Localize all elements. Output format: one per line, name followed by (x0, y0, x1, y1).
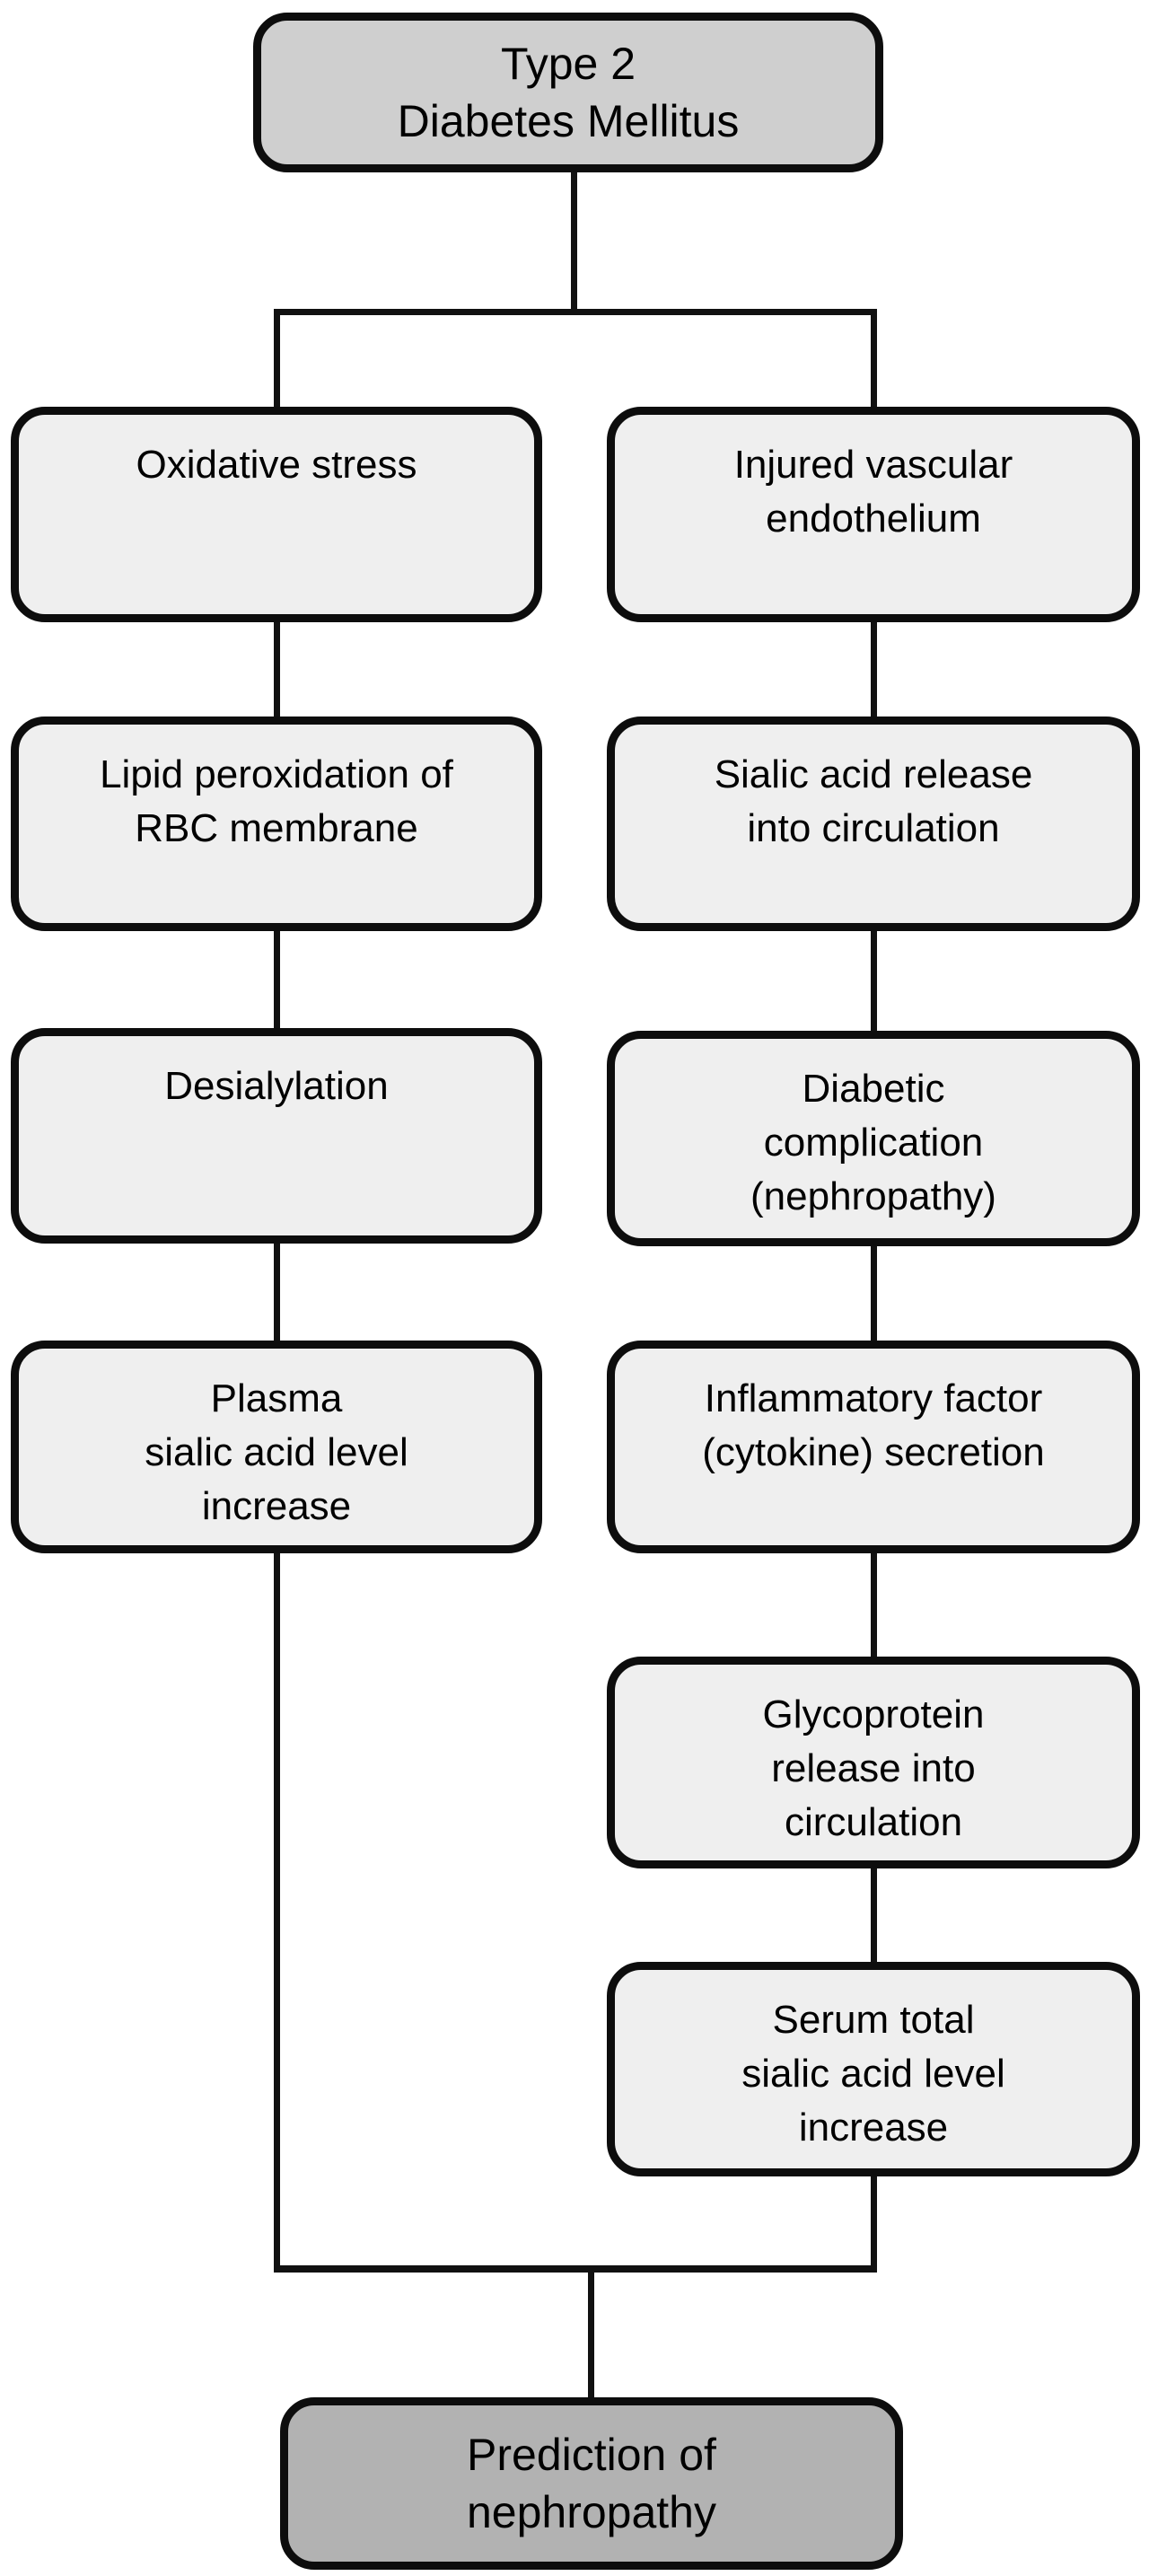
connector-stem-bottom (588, 2273, 594, 2400)
node-lipid-peroxidation-rbc: Lipid peroxidation of RBC membrane (11, 717, 542, 931)
connector-left-3-4 (274, 1241, 280, 1343)
connector-right-2-3 (871, 929, 877, 1034)
connector-split-right (871, 309, 877, 412)
node-sialic-acid-release: Sialic acid release into circulation (607, 717, 1140, 931)
connector-left-1-2 (274, 620, 280, 720)
node-type2-diabetes-mellitus: Type 2 Diabetes Mellitus (253, 13, 883, 172)
node-plasma-sialic-acid-increase: Plasma sialic acid level increase (11, 1341, 542, 1553)
node-oxidative-stress: Oxidative stress (11, 407, 542, 622)
connector-right-4-5 (871, 1550, 877, 1659)
connector-split-horizontal (274, 309, 877, 315)
node-inflammatory-factor-secretion: Inflammatory factor (cytokine) secretion (607, 1341, 1140, 1553)
node-prediction-of-nephropathy: Prediction of nephropathy (280, 2397, 903, 2570)
connector-right-6-merge (871, 2174, 877, 2273)
node-diabetic-complication-nephropathy: Diabetic complication (nephropathy) (607, 1031, 1140, 1246)
node-serum-total-sialic-acid-increase: Serum total sialic acid level increase (607, 1962, 1140, 2176)
node-desialylation: Desialylation (11, 1028, 542, 1244)
connector-right-1-2 (871, 620, 877, 720)
connector-right-5-6 (871, 1866, 877, 1965)
node-glycoprotein-release: Glycoprotein release into circulation (607, 1657, 1140, 1868)
connector-left-4-merge (274, 1550, 280, 2273)
connector-left-2-3 (274, 929, 280, 1032)
node-injured-vascular-endothelium: Injured vascular endothelium (607, 407, 1140, 622)
connector-merge-horizontal (274, 2265, 877, 2273)
connector-right-3-4 (871, 1244, 877, 1344)
connector-split-left (274, 309, 280, 412)
connector-stem-top (571, 171, 577, 314)
